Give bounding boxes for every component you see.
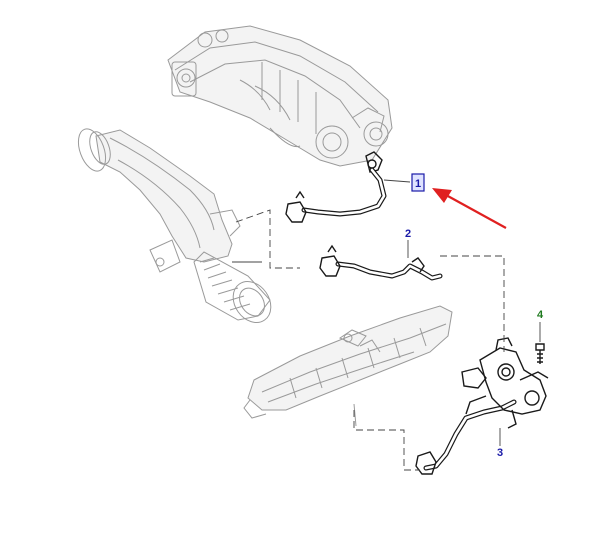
hose-1: [285, 167, 387, 223]
callout-4[interactable]: 4: [537, 309, 544, 321]
highlight-arrow: [432, 188, 507, 229]
exhaust-manifold: [243, 305, 453, 427]
leader-lines: [232, 179, 541, 471]
callout-label-1: 1: [415, 178, 421, 190]
callout-2[interactable]: 2: [405, 228, 411, 240]
callout-1[interactable]: 1: [411, 173, 425, 192]
fastener-4: [535, 343, 545, 364]
air-intake-duct: [77, 128, 272, 323]
hose-2: [319, 244, 443, 281]
callout-3[interactable]: 3: [497, 447, 503, 459]
callout-label-2: 2: [405, 228, 411, 240]
hose-3: [415, 337, 549, 475]
callout-label-3: 3: [497, 447, 503, 459]
intake-manifold: [167, 25, 393, 173]
callout-label-4: 4: [537, 309, 544, 321]
